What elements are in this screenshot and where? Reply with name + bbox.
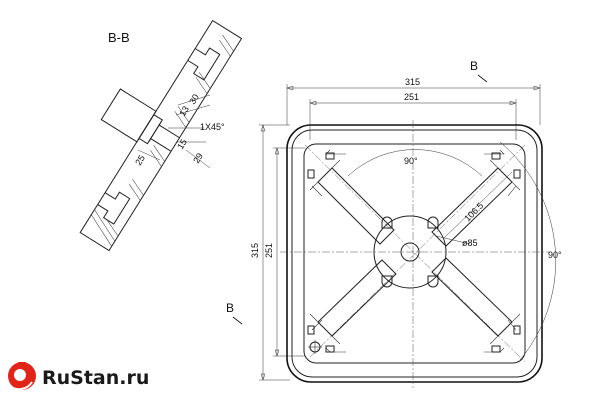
slot-length-label: 106.5 [462,200,485,223]
hub-circle [373,215,447,289]
angle-arc-top [347,149,483,177]
rustan-logo: RuStan.ru [8,362,149,391]
dim-29: 29 [191,151,205,165]
section-hub [100,88,157,143]
dim-height-inner: 251 [264,243,274,258]
section-marker-bottom: B [226,301,234,315]
section-slot-left [97,191,131,225]
dim-height-outer: 315 [250,243,260,258]
t-slot-arms [309,149,521,353]
angle-label-right: 90° [548,250,562,260]
section-title: B-B [108,30,130,45]
dim-chamfer: 1X45° [200,122,225,132]
dim-30: 30 [187,92,201,106]
dim-25: 25 [133,153,147,167]
dim-width-outer: 315 [405,77,420,87]
dim-width-inner: 251 [404,92,419,102]
dim-13: 13 [177,104,191,118]
logo-icon [8,362,36,391]
table-inner-outline [303,143,526,364]
logo-text: RuStan.ru [42,367,149,389]
dim-15: 15 [175,137,189,151]
section-view: B-B [79,19,243,252]
table-outer-outline [286,124,543,383]
section-dimensions: 30 13 1X45° 15 25 29 [133,92,225,169]
section-slot-right [187,47,221,81]
hub-diameter-label: ø85 [462,238,478,248]
plan-view: 315 251 315 251 90° 90° [226,59,562,388]
section-marker-top: B [470,59,478,73]
center-bore [400,242,420,262]
angle-label-top: 90° [404,156,418,166]
angle-arc-right [499,141,556,361]
